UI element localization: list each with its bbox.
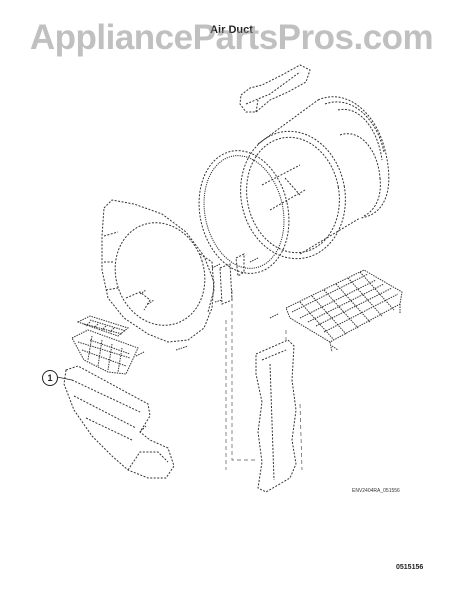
drawing-code: ENV2404RA_051556 [352, 488, 400, 494]
duct-side-panel[interactable] [255, 339, 297, 493]
diagram-title: Air Duct [210, 24, 253, 36]
front-bulkhead[interactable] [101, 199, 218, 343]
top-duct-bracket[interactable] [239, 64, 311, 113]
heater-rack[interactable] [285, 269, 403, 353]
air-duct[interactable] [63, 365, 175, 479]
drum-seal-ring[interactable] [188, 142, 300, 282]
seal-bracket[interactable] [219, 253, 245, 305]
assembly-guide-lines [225, 290, 303, 471]
fastener-group [135, 257, 339, 357]
lint-screen-upper[interactable] [76, 315, 130, 337]
part-callout-1[interactable]: 1 [42, 370, 58, 386]
dryer-drum[interactable] [231, 96, 390, 267]
lint-screen-lower[interactable] [71, 329, 139, 375]
page-code: 0515156 [396, 564, 424, 571]
callout-leader-line [56, 376, 73, 381]
